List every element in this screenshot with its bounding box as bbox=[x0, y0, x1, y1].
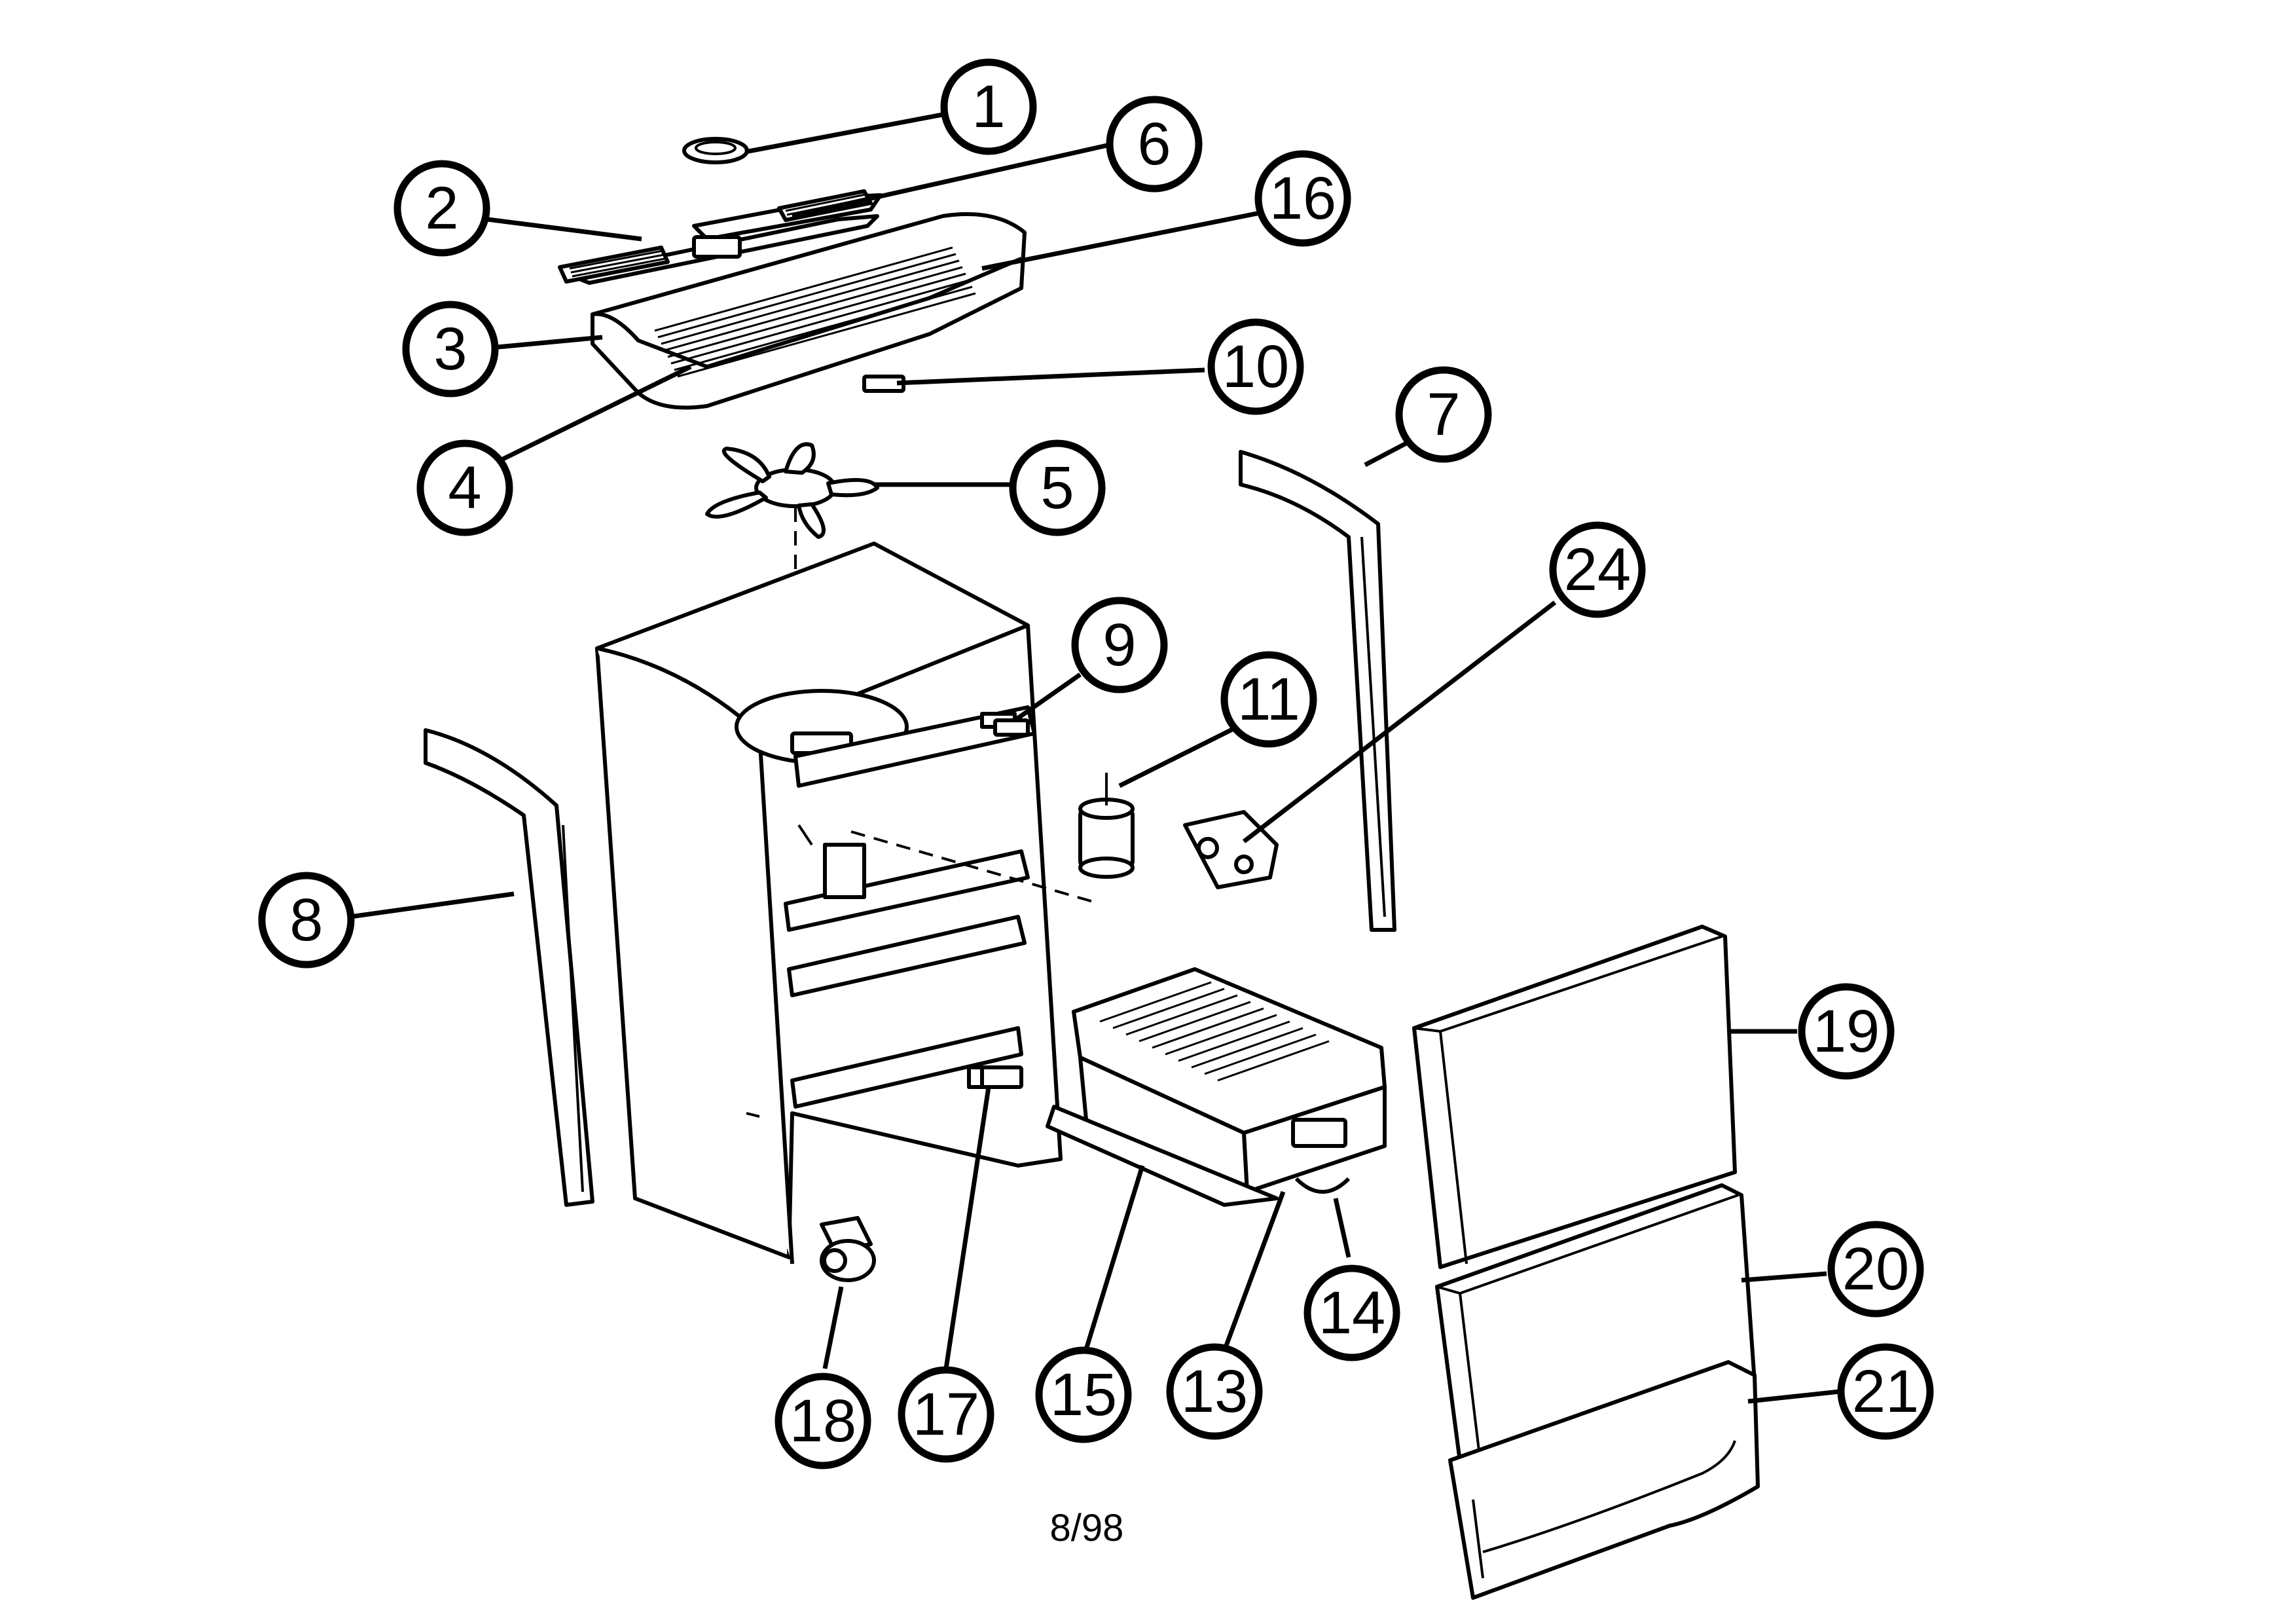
part-cap-knob bbox=[682, 137, 749, 164]
page-number: 8/98 bbox=[1049, 1507, 1124, 1549]
svg-text:20: 20 bbox=[1842, 1236, 1909, 1302]
callout-6: 6 bbox=[1106, 96, 1203, 193]
callout-17: 17 bbox=[898, 1366, 994, 1463]
part-filter-drawer bbox=[1046, 967, 1387, 1207]
svg-text:15: 15 bbox=[1050, 1361, 1117, 1428]
svg-text:10: 10 bbox=[1222, 333, 1289, 400]
callout-8: 8 bbox=[258, 872, 355, 969]
callout-13: 13 bbox=[1166, 1343, 1263, 1440]
svg-text:14: 14 bbox=[1319, 1280, 1385, 1346]
callout-16: 16 bbox=[1254, 150, 1351, 247]
svg-text:5: 5 bbox=[1040, 454, 1074, 521]
part-front-panel-lower bbox=[1435, 1183, 1757, 1488]
callout-15: 15 bbox=[1035, 1346, 1132, 1443]
part-caster bbox=[820, 1216, 876, 1282]
part-right-trim bbox=[1239, 450, 1396, 932]
svg-text:18: 18 bbox=[790, 1388, 856, 1454]
callout-21: 21 bbox=[1837, 1343, 1934, 1440]
svg-text:9: 9 bbox=[1102, 612, 1136, 678]
part-main-cabinet bbox=[595, 542, 1063, 1264]
callout-5: 5 bbox=[1009, 439, 1106, 536]
callout-9: 9 bbox=[1071, 597, 1168, 693]
svg-text:21: 21 bbox=[1852, 1358, 1919, 1425]
svg-text:2: 2 bbox=[425, 175, 458, 242]
svg-text:6: 6 bbox=[1137, 111, 1171, 177]
svg-text:19: 19 bbox=[1813, 998, 1880, 1065]
part-drawer-knob bbox=[1294, 1177, 1351, 1194]
callout-7: 7 bbox=[1395, 366, 1492, 463]
callout-18: 18 bbox=[774, 1373, 871, 1469]
callout-11: 11 bbox=[1220, 651, 1317, 748]
svg-text:3: 3 bbox=[433, 316, 467, 382]
part-grille-strip bbox=[558, 189, 873, 284]
callout-24: 24 bbox=[1549, 521, 1646, 618]
part-motor bbox=[1078, 773, 1135, 879]
part-clip bbox=[993, 718, 1030, 737]
svg-text:7: 7 bbox=[1427, 381, 1460, 448]
leader-lines bbox=[350, 112, 1840, 1404]
callout-20: 20 bbox=[1827, 1221, 1924, 1318]
part-front-panel-upper bbox=[1412, 925, 1737, 1269]
callout-2: 2 bbox=[393, 160, 490, 257]
svg-text:4: 4 bbox=[448, 454, 481, 521]
part-switch-bracket bbox=[1183, 810, 1279, 889]
svg-text:13: 13 bbox=[1181, 1358, 1248, 1425]
part-base-tray bbox=[1448, 1360, 1760, 1600]
callout-19: 19 bbox=[1798, 983, 1895, 1080]
svg-text:16: 16 bbox=[1269, 165, 1336, 232]
callout-1: 1 bbox=[940, 58, 1037, 155]
svg-text:24: 24 bbox=[1564, 536, 1631, 603]
callout-3: 3 bbox=[402, 301, 499, 397]
part-fan-blade bbox=[705, 442, 879, 539]
part-top-cover bbox=[591, 212, 1027, 410]
svg-text:17: 17 bbox=[913, 1381, 979, 1448]
svg-text:1: 1 bbox=[972, 73, 1005, 140]
svg-text:8: 8 bbox=[289, 887, 323, 953]
callout-10: 10 bbox=[1207, 318, 1304, 415]
part-left-trim bbox=[424, 728, 594, 1207]
callout-14: 14 bbox=[1303, 1264, 1400, 1361]
callout-4: 4 bbox=[416, 439, 513, 536]
svg-text:11: 11 bbox=[1237, 666, 1300, 733]
part-foot-pad bbox=[980, 1065, 1023, 1089]
